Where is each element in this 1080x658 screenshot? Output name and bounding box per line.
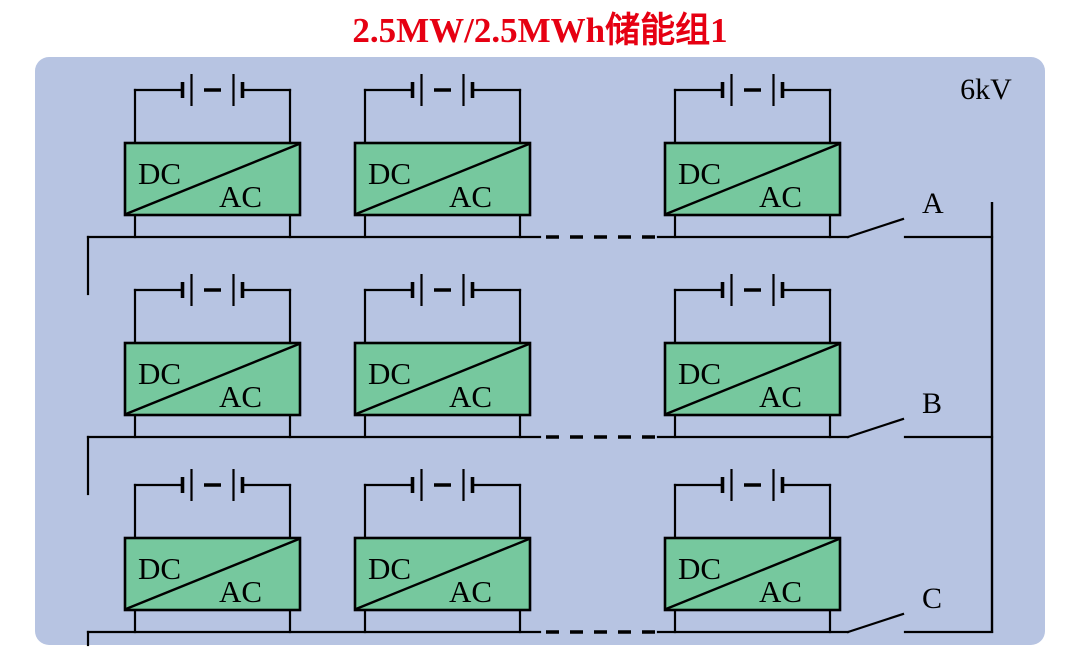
battery-icon bbox=[673, 469, 832, 542]
converter-diagonal-line bbox=[125, 142, 300, 216]
converter-unit: DC AC bbox=[123, 74, 302, 239]
dc-label: DC bbox=[368, 551, 411, 586]
phase-label: C bbox=[922, 582, 942, 615]
converter-diagonal-line bbox=[665, 342, 840, 416]
disconnect-switch-icon bbox=[846, 217, 905, 239]
bus-voltage-label: 6kV bbox=[960, 73, 1012, 106]
battery-icon bbox=[133, 74, 292, 147]
ac-label: AC bbox=[449, 574, 492, 609]
phase-c-circuit: C bbox=[86, 582, 994, 647]
dc-label: DC bbox=[138, 356, 181, 391]
dc-label: DC bbox=[678, 356, 721, 391]
converter-unit: DC AC bbox=[123, 274, 302, 439]
converter-unit: DC AC bbox=[353, 74, 532, 239]
battery-icon bbox=[673, 74, 832, 147]
disconnect-switch-icon bbox=[846, 417, 905, 439]
converter-diagonal-line bbox=[665, 142, 840, 216]
phase-b-circuit: B bbox=[86, 387, 994, 496]
dc-label: DC bbox=[138, 551, 181, 586]
converter-unit: DC AC bbox=[663, 469, 842, 634]
converter-diagonal-line bbox=[355, 142, 530, 216]
battery-icon bbox=[133, 274, 292, 347]
converter-diagonal-line bbox=[355, 537, 530, 611]
disconnect-switch-icon bbox=[846, 612, 905, 634]
dc-label: DC bbox=[368, 356, 411, 391]
converter-unit: DC AC bbox=[663, 274, 842, 439]
converter-diagonal-line bbox=[665, 537, 840, 611]
ac-label: AC bbox=[449, 179, 492, 214]
ac-label: AC bbox=[759, 179, 802, 214]
ac-label: AC bbox=[219, 379, 262, 414]
converter-diagonal-line bbox=[125, 342, 300, 416]
phase-a-circuit: A bbox=[86, 187, 994, 296]
converter-unit: DC AC bbox=[123, 469, 302, 634]
diagram-title: 2.5MW/2.5MWh储能组1 bbox=[352, 11, 727, 50]
phase-label: B bbox=[922, 387, 942, 420]
converter-unit: DC AC bbox=[663, 74, 842, 239]
dc-label: DC bbox=[678, 156, 721, 191]
dc-label: DC bbox=[138, 156, 181, 191]
battery-icon bbox=[673, 274, 832, 347]
converter-diagonal-line bbox=[125, 537, 300, 611]
ac-label: AC bbox=[759, 574, 802, 609]
battery-icon bbox=[363, 469, 522, 542]
dc-label: DC bbox=[678, 551, 721, 586]
converter-diagonal-line bbox=[355, 342, 530, 416]
ac-label: AC bbox=[449, 379, 492, 414]
dc-label: DC bbox=[368, 156, 411, 191]
ac-label: AC bbox=[219, 574, 262, 609]
ac-label: AC bbox=[759, 379, 802, 414]
battery-icon bbox=[363, 274, 522, 347]
battery-icon bbox=[363, 74, 522, 147]
converter-unit: DC AC bbox=[353, 469, 532, 634]
phase-label: A bbox=[922, 187, 944, 220]
converter-unit: DC AC bbox=[353, 274, 532, 439]
battery-icon bbox=[133, 469, 292, 542]
ac-label: AC bbox=[219, 179, 262, 214]
